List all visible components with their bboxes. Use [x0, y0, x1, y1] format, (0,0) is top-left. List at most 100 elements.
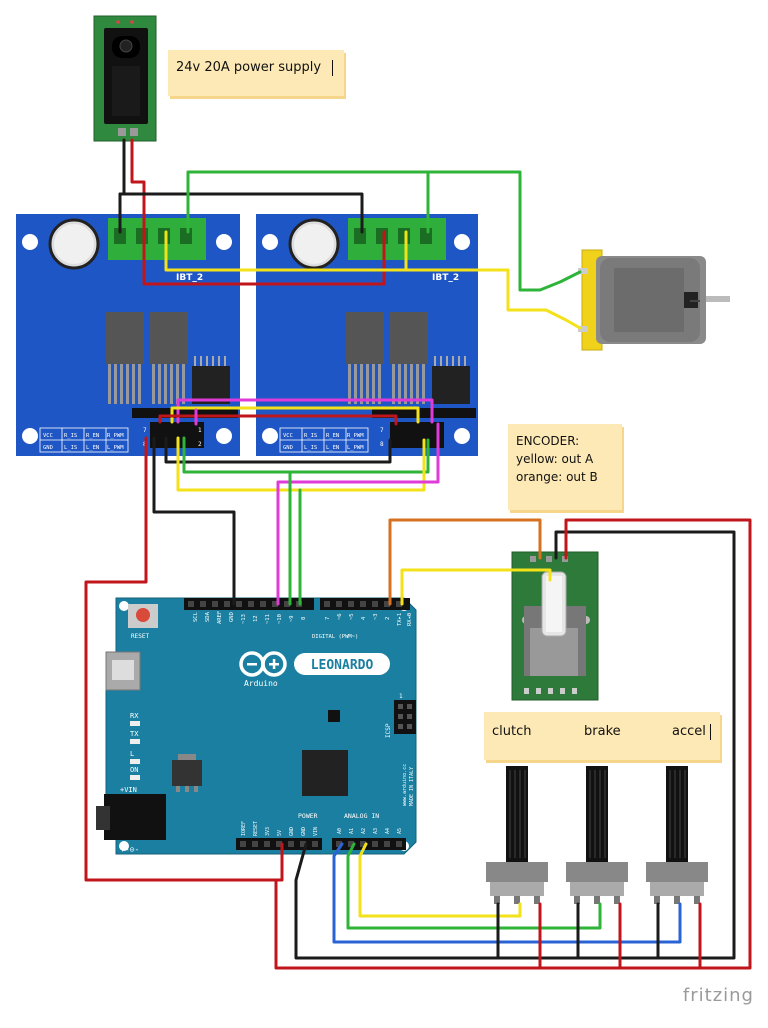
- led-rx: RX: [130, 712, 139, 720]
- wire-gnd-to-arduino: [152, 436, 236, 606]
- pin-reset: RESET: [253, 821, 259, 836]
- pin-mark-2: 2: [198, 441, 202, 448]
- pin-label-vcc: VCC: [43, 433, 53, 439]
- arduino-logo: LEONARDO Arduino: [239, 651, 390, 688]
- pin-scl: SCL: [193, 611, 199, 622]
- pin-label-r-is-r: R_IS: [304, 433, 317, 439]
- led-on: ON: [130, 766, 138, 774]
- pin-4: 4: [361, 616, 367, 620]
- pin-3: ~3: [373, 613, 379, 620]
- potentiometer-brake: [566, 766, 628, 904]
- polarity-symbol-icon: +-⊙-: [120, 845, 139, 854]
- pin-mark-8-r: 8: [380, 441, 384, 448]
- wire-lpwm-bus: [182, 436, 430, 474]
- pin-label-l-is: L_IS: [64, 445, 77, 451]
- power-label: POWER: [298, 812, 318, 820]
- pin-a3: A3: [373, 828, 379, 834]
- led-tx: TX: [130, 730, 139, 738]
- pin-tx: TX▸1: [397, 613, 403, 626]
- pin-a5: A5: [397, 828, 403, 834]
- wire-vcc-bridge: [142, 230, 386, 286]
- pin-label-r-is: R_IS: [64, 433, 77, 439]
- made-in-label: MADE IN ITALY: [409, 767, 415, 806]
- analog-label: ANALOG IN: [344, 812, 379, 820]
- wires: [84, 138, 752, 970]
- driver-left-label: IBT_2: [176, 273, 203, 283]
- note-pedal-brake: brake: [584, 724, 621, 739]
- pin-label-l-pwm: L_PWM: [107, 445, 124, 451]
- pin-5v: 5V: [277, 830, 283, 836]
- wire-encoder-out-a: [400, 568, 552, 606]
- pin-10: ~10: [277, 614, 283, 624]
- note-power-text: 24v 20A power supply: [176, 60, 322, 75]
- wire-motor-b: [164, 230, 582, 330]
- note-encoder-yellow: yellow: out A: [516, 452, 594, 466]
- pin-a4: A4: [385, 828, 391, 834]
- fritzing-brand: fritzing: [682, 985, 754, 1006]
- pin-6: ~6: [337, 613, 343, 620]
- pin-mark-7: 7: [143, 427, 147, 434]
- reset-label: RESET: [131, 633, 149, 640]
- led-l: L: [130, 750, 134, 758]
- rotary-encoder: [511, 551, 599, 701]
- pin-label-l-is-r: L_IS: [304, 445, 317, 451]
- wire-pwm-to-arduino: [276, 422, 440, 606]
- pin-7: 7: [325, 617, 331, 620]
- pin-gnd-1: GND: [289, 827, 295, 836]
- pin-label-vcc-r: VCC: [283, 433, 293, 439]
- wire-pot-clutch-signal: [358, 842, 522, 918]
- dc-motor: [578, 249, 730, 351]
- potentiometer-accel: [646, 766, 708, 904]
- wire-encoder-vcc: [274, 518, 752, 970]
- pin-label-r-en-r: R_EN: [326, 433, 339, 439]
- note-power-supply: 24v 20A power supply: [168, 50, 344, 96]
- motor-driver-left: VCC R_IS R_EN R_PWM GND L_IS L_EN L_PWM …: [16, 214, 240, 456]
- pin-label-r-pwm: R_PWM: [107, 433, 124, 439]
- wire-pot-accel-signal: [332, 842, 682, 944]
- icsp-label: ICSP: [385, 723, 392, 738]
- pin-mark-7-r: 7: [380, 427, 384, 434]
- digital-label: DIGITAL (PWM~): [312, 634, 358, 640]
- pin-gnd-2: GND: [301, 827, 307, 836]
- pin-a1: A1: [349, 828, 355, 834]
- pin-gnd: GND: [229, 612, 235, 622]
- note-encoder: ENCODER: yellow: out A orange: out B: [508, 424, 622, 510]
- pin-8: 8: [301, 617, 307, 620]
- pin-2: 2: [385, 617, 391, 620]
- pin-a2: A2: [361, 828, 367, 834]
- motor-driver-right: VCC R_IS R_EN R_PWM GND L_IS L_EN L_PWM …: [256, 214, 478, 456]
- wire-encoder-gnd: [294, 530, 736, 960]
- pin-a0: A0: [337, 828, 343, 834]
- wire-motor-a: [186, 170, 582, 292]
- pin-13: ~13: [241, 614, 247, 624]
- pin-ioref: IOREF: [241, 821, 247, 836]
- pin-12: 12: [253, 615, 259, 622]
- pin-label-l-en-r: L_EN: [326, 445, 339, 451]
- note-encoder-orange: orange: out B: [516, 470, 598, 484]
- note-pedals: clutch brake accel: [484, 712, 720, 760]
- potentiometer-clutch: [486, 766, 548, 904]
- wire-pwm-bus: [176, 398, 434, 424]
- arduino-leonardo-board: RESET SCL SDA AREF GND ~13 12 ~11 ~10 ~9…: [96, 597, 417, 855]
- note-encoder-title: ENCODER:: [516, 434, 580, 448]
- wire-gnd-bridge: [118, 192, 364, 234]
- pin-label-gnd: GND: [43, 445, 53, 451]
- wire-gnd-bus: [164, 436, 392, 464]
- website-label: www.arduino.cc: [402, 764, 408, 806]
- pin-aref: AREF: [217, 611, 223, 624]
- status-leds: RX TX L ON: [130, 712, 140, 780]
- pin-label-l-en: L_EN: [86, 445, 99, 451]
- driver-right-label: IBT_2: [432, 273, 459, 283]
- board-model: LEONARDO: [311, 658, 374, 673]
- pin-5: ~5: [349, 613, 355, 620]
- pin-label-gnd-r: GND: [283, 445, 293, 451]
- vin-label: +VIN: [120, 786, 137, 794]
- pin-label-r-en: R_EN: [86, 433, 99, 439]
- icsp-pin1: 1: [399, 693, 403, 700]
- wire-5v-to-driver: [84, 436, 284, 882]
- note-pedal-clutch: clutch: [492, 724, 532, 739]
- pin-3v3: 3V3: [265, 827, 271, 836]
- wire-pot-brake-signal: [346, 842, 602, 930]
